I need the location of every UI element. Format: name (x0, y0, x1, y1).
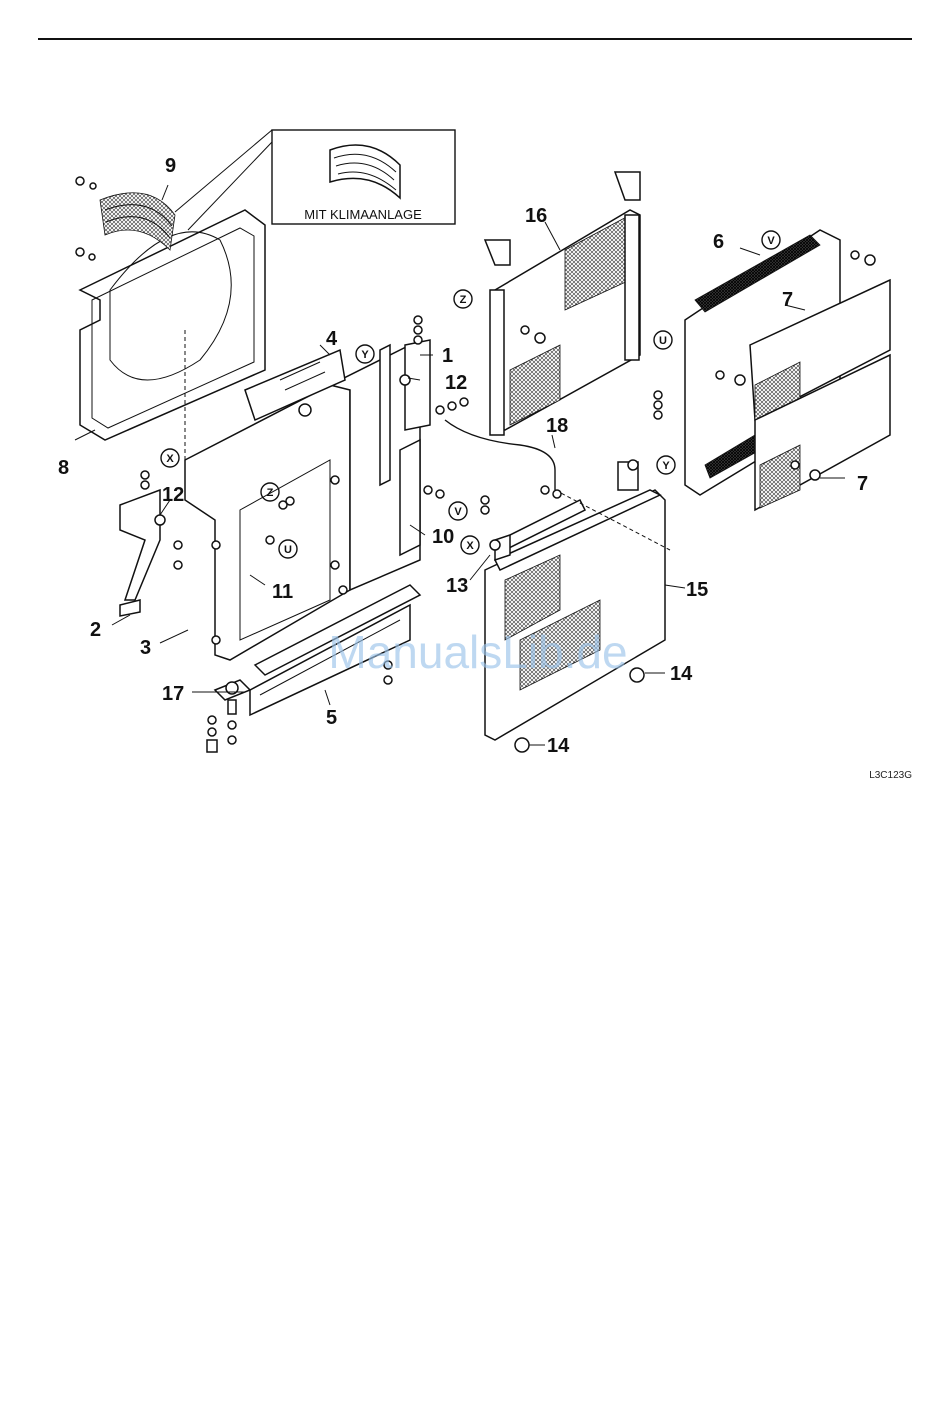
ref-mark-y-right: Y (657, 456, 675, 474)
callout-5: 5 (326, 707, 337, 729)
callout-6: 6 (713, 231, 724, 253)
callout-4: 4 (326, 328, 338, 350)
svg-text:Y: Y (361, 349, 369, 361)
callout-12-right: 12 (445, 372, 467, 394)
callout-1: 1 (442, 345, 453, 367)
svg-text:U: U (284, 544, 292, 556)
svg-text:Y: Y (662, 460, 670, 472)
svg-text:X: X (466, 540, 474, 552)
ref-mark-x-right: X (461, 536, 479, 554)
mount-17 (207, 680, 250, 752)
ref-mark-x-left: X (161, 449, 179, 467)
inset-box: MIT KLIMAANLAGE (175, 130, 455, 230)
inset-caption: MIT KLIMAANLAGE (304, 207, 422, 222)
ref-mark-v-right: V (762, 231, 780, 249)
callout-3: 3 (140, 637, 151, 659)
fan-shroud-ac-icon (330, 145, 400, 198)
svg-text:Z: Z (460, 294, 467, 306)
callout-2: 2 (90, 619, 101, 641)
callout-14-lower: 14 (547, 735, 570, 757)
grille-assembly (685, 230, 890, 510)
callout-18: 18 (546, 415, 568, 437)
ref-mark-v-left: V (449, 502, 467, 520)
callout-17: 17 (162, 683, 184, 705)
condenser-16 (485, 172, 640, 435)
svg-text:V: V (767, 235, 775, 247)
watermark: ManualsLib.de (328, 626, 627, 678)
svg-text:Z: Z (267, 487, 274, 499)
fan-shroud-assembly (76, 177, 265, 440)
callout-13: 13 (446, 575, 468, 597)
callout-7-lower: 7 (857, 473, 868, 495)
callout-9: 9 (165, 155, 176, 177)
callout-7-upper: 7 (782, 289, 793, 311)
ref-mark-y-left: Y (356, 345, 374, 363)
figure-code: L3C123G (869, 770, 912, 781)
ref-mark-u-right: U (654, 331, 672, 349)
ref-mark-z-right: Z (454, 290, 472, 308)
callout-12-left: 12 (162, 484, 184, 506)
radiator-15 (485, 462, 665, 752)
callout-11: 11 (272, 581, 293, 603)
callout-15: 15 (686, 579, 708, 601)
svg-text:V: V (454, 506, 462, 518)
callout-14-upper: 14 (670, 663, 693, 685)
callout-16: 16 (525, 205, 547, 227)
callout-8: 8 (58, 457, 69, 479)
callout-10: 10 (432, 526, 454, 548)
svg-text:U: U (659, 335, 667, 347)
svg-text:X: X (166, 453, 174, 465)
